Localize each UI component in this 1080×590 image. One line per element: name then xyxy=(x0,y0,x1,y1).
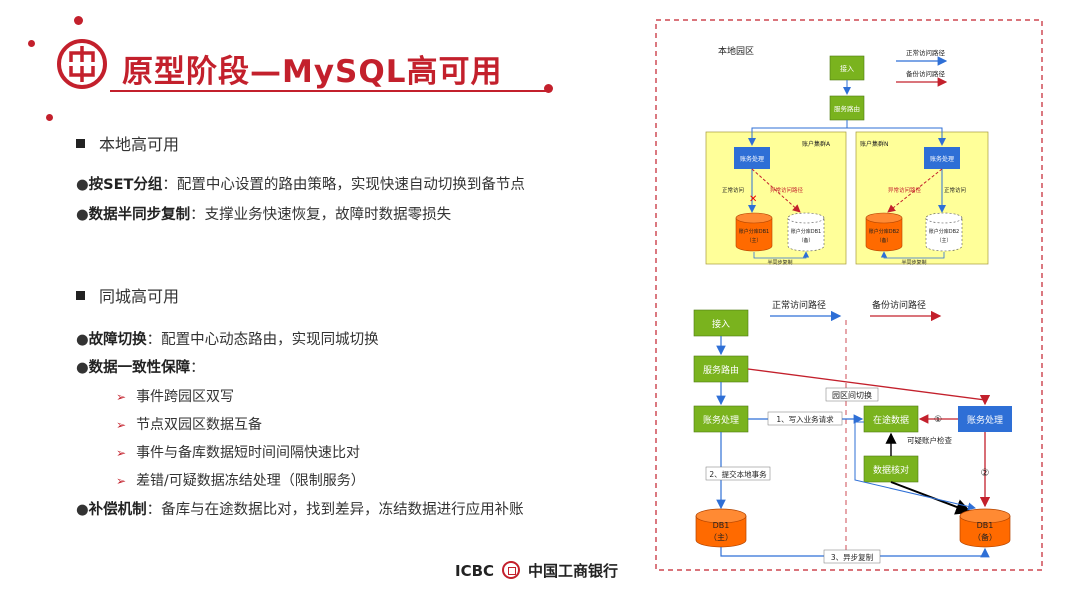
router-box xyxy=(829,95,865,121)
square-bullet-icon xyxy=(76,291,85,300)
access2-box xyxy=(693,309,749,337)
router2-box xyxy=(693,355,749,383)
inflight-box xyxy=(863,405,919,433)
bullet-item: ●按SET分组：配置中心设置的路由策略，实现快速自动切换到备节点 xyxy=(76,177,525,193)
svg-text:服务路由: 服务路由 xyxy=(834,104,860,113)
svg-text:账务处理: 账务处理 xyxy=(740,155,764,163)
svg-text:（主）: （主） xyxy=(746,237,761,244)
region-label: 本地园区 xyxy=(718,45,754,57)
db-left: DB1 （主） xyxy=(695,508,747,548)
icbc-logo-icon xyxy=(502,560,521,579)
svg-text:（主）: （主） xyxy=(709,532,733,542)
decor-dot xyxy=(46,114,53,121)
campus-switch-arrow xyxy=(747,368,991,406)
svg-text:账务处理: 账务处理 xyxy=(967,414,1003,426)
title-underline xyxy=(110,90,550,92)
svg-text:在途数据: 在途数据 xyxy=(873,414,909,426)
access-box xyxy=(829,55,865,81)
cluster-a-proc xyxy=(734,147,770,169)
svg-text:账务处理: 账务处理 xyxy=(930,155,954,163)
svg-text:正常访问: 正常访问 xyxy=(722,186,744,194)
svg-text:服务路由: 服务路由 xyxy=(703,364,739,376)
proc-left-box xyxy=(693,405,749,433)
svg-text:（备）: （备） xyxy=(973,532,997,542)
svg-text:账户分库DB1: 账户分库DB1 xyxy=(739,228,769,235)
svg-text:可疑账户检查: 可疑账户检查 xyxy=(907,435,952,445)
svg-text:①: ① xyxy=(934,415,942,425)
cluster-n-db-backup: 账户分库DB2 （主） xyxy=(925,212,963,252)
cluster-n-proc xyxy=(924,147,960,169)
legend2-backup-label: 备份访问路径 xyxy=(872,299,926,311)
svg-text:接入: 接入 xyxy=(712,318,730,330)
svg-text:账户分库DB1: 账户分库DB1 xyxy=(791,228,821,235)
db-right: DB1 （备） xyxy=(959,508,1011,548)
diagram-frame xyxy=(655,19,1043,571)
sub-item: ➢事件跨园区双写 xyxy=(116,389,235,405)
proc-right-box xyxy=(958,406,1012,432)
svg-text:半同步复制: 半同步复制 xyxy=(767,259,792,266)
failure-cross-icon: ✕ xyxy=(749,194,757,205)
bullet-item: ●数据半同步复制：支撑业务快速恢复，故障时数据零损失 xyxy=(76,207,452,223)
decor-dot xyxy=(74,16,83,25)
svg-text:（备）: （备） xyxy=(798,237,813,244)
svg-text:账户分库DB2: 账户分库DB2 xyxy=(929,228,959,235)
svg-text:园区间切换: 园区间切换 xyxy=(832,390,872,400)
svg-text:3、异步复制: 3、异步复制 xyxy=(831,552,873,562)
legend-backup-label: 备份访问路径 xyxy=(906,69,946,78)
svg-text:DB1: DB1 xyxy=(977,521,994,530)
decor-dot xyxy=(544,84,553,93)
svg-text:账户分库DB2: 账户分库DB2 xyxy=(869,228,899,235)
svg-text:账户集群N: 账户集群N xyxy=(860,140,889,148)
svg-text:②: ② xyxy=(981,468,990,479)
svg-text:DB1: DB1 xyxy=(713,521,730,530)
svg-text:（备）: （备） xyxy=(876,237,891,244)
bullet-item: ●故障切换：配置中心动态路由，实现同城切换 xyxy=(76,332,379,348)
cluster-a xyxy=(705,131,847,265)
svg-text:半同步复制: 半同步复制 xyxy=(901,259,926,266)
svg-text:正常访问: 正常访问 xyxy=(944,186,966,194)
square-bullet-icon xyxy=(76,139,85,148)
svg-text:1、写入业务请求: 1、写入业务请求 xyxy=(776,414,834,424)
svg-text:异常访问路径: 异常访问路径 xyxy=(888,186,922,194)
decor-dot xyxy=(28,40,35,47)
arrow-right-icon: ➢ xyxy=(116,390,127,404)
arrow-right-icon: ➢ xyxy=(116,474,127,488)
legend2-normal-label: 正常访问路径 xyxy=(772,299,826,311)
sub-item: ➢节点双园区数据互备 xyxy=(116,417,263,433)
cluster-n-db-primary: 账户分库DB2 （备） xyxy=(865,212,903,252)
svg-text:异常访问路径: 异常访问路径 xyxy=(770,186,804,194)
verify-box xyxy=(863,455,919,483)
svg-text:2、提交本地事务: 2、提交本地事务 xyxy=(709,469,767,479)
section-heading-city: 同城高可用 xyxy=(76,283,179,307)
svg-text:账户集群A: 账户集群A xyxy=(802,140,831,148)
svg-text:数据核对: 数据核对 xyxy=(873,464,909,476)
cluster-a-db-primary: 账户分库DB1 （主） xyxy=(735,212,773,252)
page-title: 原型阶段—MySQL高可用 xyxy=(122,54,503,90)
cluster-a-db-backup: 账户分库DB1 （备） xyxy=(787,212,825,252)
arrow-right-icon: ➢ xyxy=(116,418,127,432)
svg-text:接入: 接入 xyxy=(840,64,854,73)
bullet-item: ●数据一致性保障： xyxy=(76,360,205,376)
svg-text:（主）: （主） xyxy=(936,237,951,244)
legend-normal-label: 正常访问路径 xyxy=(906,48,946,57)
section-heading-local: 本地高可用 xyxy=(76,131,179,155)
arrow-right-icon: ➢ xyxy=(116,446,127,460)
svg-text:账务处理: 账务处理 xyxy=(703,414,739,426)
sub-item: ➢差错/可疑数据冻结处理（限制服务） xyxy=(116,473,365,489)
sub-item: ➢事件与备库数据短时间间隔快速比对 xyxy=(116,445,361,461)
icbc-logo-icon xyxy=(56,38,108,90)
bullet-item: ●补偿机制：备库与在途数据比对，找到差异，冻结数据进行应用补账 xyxy=(76,502,524,518)
